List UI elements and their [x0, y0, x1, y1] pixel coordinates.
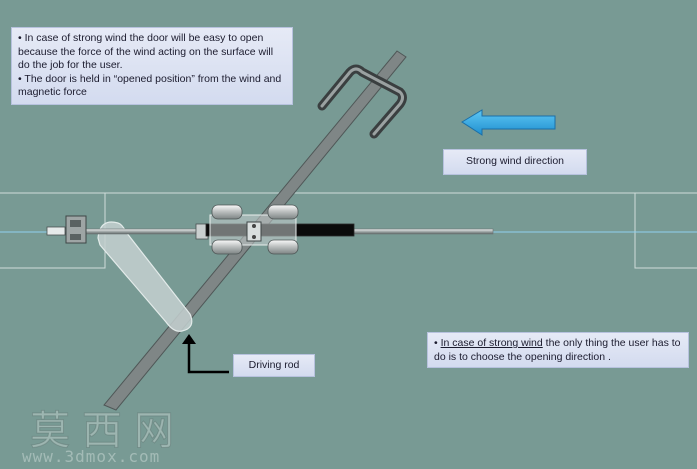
- watermark-url: www.3dmox.com: [22, 447, 161, 466]
- driving-rod-pointer-arrow: [182, 334, 229, 374]
- explanation-line-1: • In case of strong wind the door will b…: [18, 32, 274, 71]
- strong-wind-note-text: the only thing the user has to do is to …: [434, 337, 681, 363]
- driving-rod-label: Driving rod: [233, 354, 315, 377]
- carriage: [195, 214, 355, 246]
- explanation-line-2: • The door is held in “opened position” …: [18, 72, 282, 99]
- wind-direction-arrow: [461, 109, 556, 136]
- strong-wind-note-emphasis: In case of strong wind: [440, 337, 543, 349]
- strong-wind-note: • In case of strong wind the only thing …: [427, 332, 689, 368]
- strong-wind-note-bullet: •: [434, 337, 441, 349]
- carriage-wheels: [211, 204, 299, 255]
- left-bracket: [46, 215, 87, 244]
- wind-direction-label: Strong wind direction: [443, 149, 587, 175]
- driving-rod-link: [97, 221, 193, 332]
- explanation-note: • In case of strong wind the door will b…: [11, 27, 293, 105]
- door-frame-outline: [0, 192, 697, 269]
- watermark-logo: 莫西网: [30, 408, 186, 455]
